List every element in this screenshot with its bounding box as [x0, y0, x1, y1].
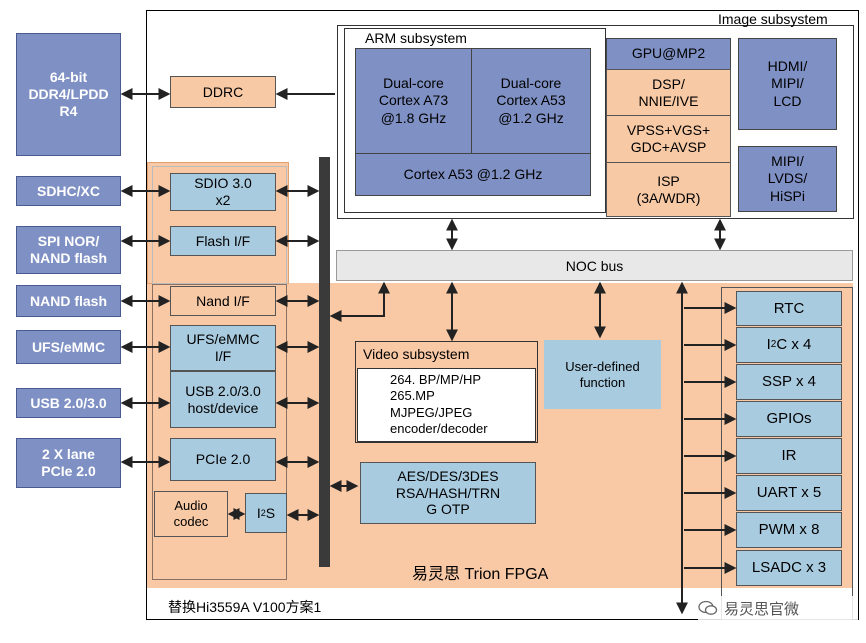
ddr-memory: 64-bit DDR4/LPDD R4: [16, 33, 121, 156]
cortex-a73-block: Dual-core Cortex A73 @1.8 GHz: [355, 48, 472, 154]
audio-codec-block: Audio codec: [154, 491, 228, 537]
usb-if-block: USB 2.0/3.0 host/device: [170, 371, 276, 428]
wechat-icon: [698, 600, 718, 616]
mipi-block: MIPI/ LVDS/ HiSPi: [738, 146, 837, 212]
i2s-prefix: I: [256, 504, 261, 521]
watermark: 易灵思官微: [698, 596, 858, 620]
arm-subsystem-title: ARM subsystem: [365, 30, 467, 46]
fpga-label: 易灵思 Trion FPGA: [412, 566, 549, 583]
pwm-block: PWM x 8: [736, 512, 842, 548]
video-subsystem-body: 264. BP/MP/HP 265.MP MJPEG/JPEG encoder/…: [357, 368, 536, 442]
pcie-lanes: 2 X lane PCIe 2.0: [16, 438, 121, 488]
security-block: AES/DES/3DES RSA/HASH/TRN G OTP: [360, 462, 536, 524]
dsp-block: DSP/ NNIE/IVE: [606, 69, 731, 116]
i2c-prefix: I: [766, 336, 771, 353]
image-subsystem-title: Image subsystem: [718, 11, 828, 27]
left-vertical-bus: [319, 157, 330, 567]
noc-bus-label: NOC bus: [565, 257, 624, 274]
replacement-label: 替换Hi3559A V100方案1: [168, 599, 322, 615]
sdhc-card: SDHC/XC: [16, 176, 121, 206]
ddrc-block: DDRC: [170, 76, 276, 108]
cortex-a53-block: Cortex A53 @1.2 GHz: [355, 153, 591, 196]
sdio-block: SDIO 3.0 x2: [170, 173, 276, 211]
lsadc-block: LSADC x 3: [736, 550, 842, 586]
spi-nor-flash: SPI NOR/ NAND flash: [16, 226, 121, 274]
isp-block: ISP (3A/WDR): [606, 162, 731, 217]
pcie-if-block: PCIe 2.0: [170, 438, 276, 481]
rtc-block: RTC: [736, 291, 842, 326]
watermark-text: 易灵思官微: [724, 600, 800, 618]
flash-if-block: Flash I/F: [170, 226, 276, 256]
hdmi-block: HDMI/ MIPI/ LCD: [738, 38, 837, 130]
i2s-sup: 2: [260, 507, 266, 518]
ufs-if-block: UFS/eMMC I/F: [170, 325, 276, 371]
left-io-box-lower: [152, 284, 287, 580]
ssp-block: SSP x 4: [736, 364, 842, 400]
vpss-block: VPSS+VGS+ GDC+AVSP: [606, 115, 731, 163]
cortex-a53-dual-block: Dual-core Cortex A53 @1.2 GHz: [471, 48, 591, 154]
left-io-inner-box: [152, 166, 287, 284]
i2s-suffix: S: [265, 504, 276, 521]
gpios-block: GPIOs: [736, 401, 842, 437]
ir-block: IR: [736, 438, 842, 474]
uart-block: UART x 5: [736, 475, 842, 511]
video-subsystem-title: Video subsystem: [363, 346, 470, 362]
nand-flash: NAND flash: [16, 285, 121, 317]
noc-bus: NOC bus: [336, 250, 853, 281]
i2c-suffix: C x 4: [776, 336, 812, 353]
nand-if-block: Nand I/F: [170, 286, 276, 316]
usb-port: USB 2.0/3.0: [16, 388, 121, 418]
ufs-emmc: UFS/eMMC: [16, 330, 121, 364]
user-defined-function: User-defined function: [544, 340, 661, 409]
i2c-sup: 2: [770, 339, 777, 350]
